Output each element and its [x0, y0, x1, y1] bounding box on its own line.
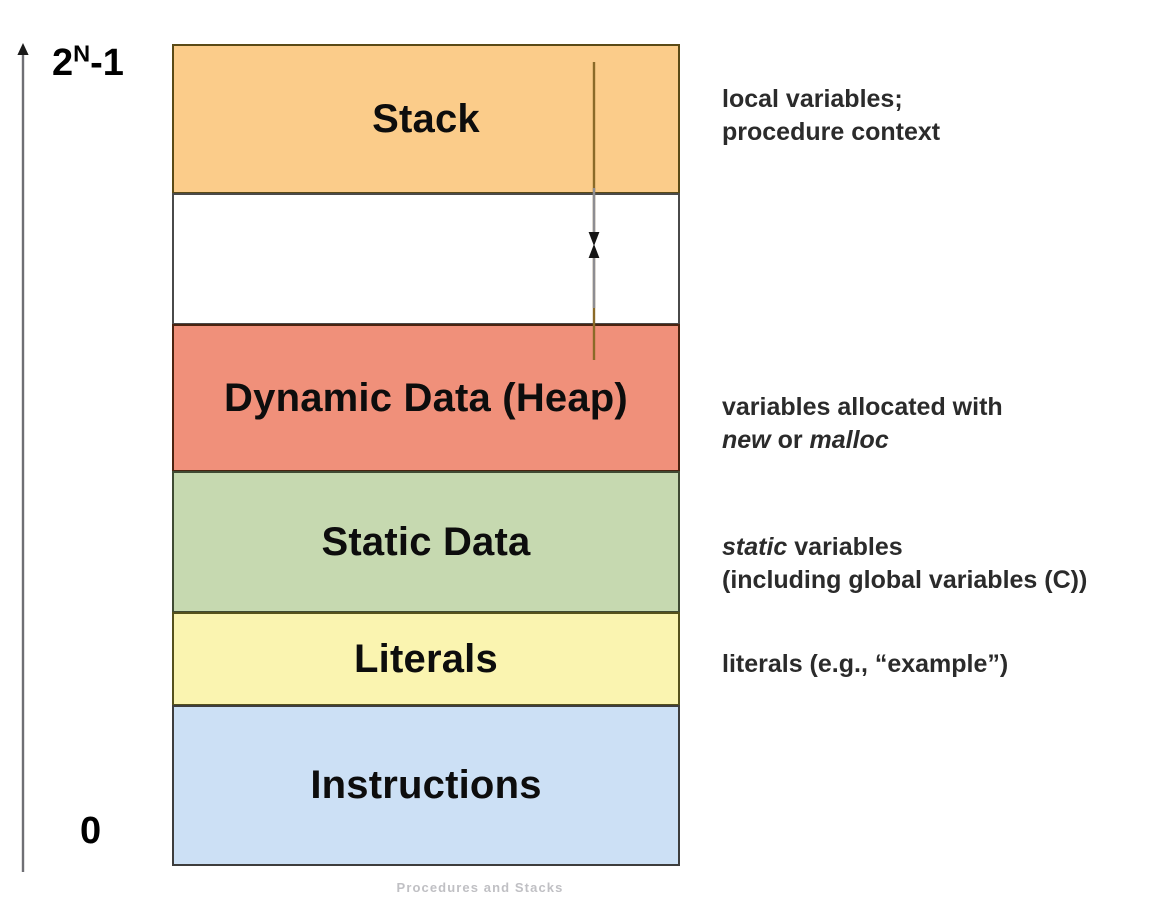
- axis-min-label: 0: [80, 810, 102, 852]
- segment-stack-label: Stack: [372, 96, 480, 141]
- note-stack: local variables; procedure context: [722, 85, 941, 146]
- slide-header-remnant: [28, 0, 648, 2]
- axis-max-suffix: -1: [90, 42, 124, 84]
- note-literals: literals (e.g., “example”): [722, 650, 1009, 678]
- memory-column: Stack Dynamic Data (Heap) Static Data Li…: [172, 44, 680, 866]
- segment-static-data-label: Static Data: [321, 519, 531, 564]
- segment-heap-label: Dynamic Data (Heap): [224, 375, 628, 420]
- axis-max-base: 2: [52, 42, 74, 84]
- segment-instructions[interactable]: Instructions: [172, 705, 680, 866]
- note-heap-keyword-malloc: malloc: [809, 426, 889, 454]
- note-heap-prefix: variables allocated with: [722, 393, 1003, 421]
- note-heap-mid: or: [770, 426, 810, 454]
- segment-dynamic-data-heap[interactable]: Dynamic Data (Heap): [172, 324, 680, 472]
- slide-footer: Procedures and Stacks: [396, 880, 564, 895]
- axis-max-label: 2N-1: [52, 42, 124, 84]
- segment-stack[interactable]: Stack: [172, 44, 680, 194]
- axis-max-exponent: N: [73, 40, 91, 67]
- segment-literals-label: Literals: [354, 636, 498, 681]
- note-static-data: static variables (including global varia…: [722, 498, 1087, 597]
- address-axis-arrow-icon: [17, 43, 29, 872]
- address-axis: [16, 42, 30, 874]
- note-static-keyword: static: [722, 533, 788, 561]
- segment-literals[interactable]: Literals: [172, 612, 680, 706]
- note-heap: variables allocated with new or malloc: [722, 358, 1003, 457]
- segment-free-gap[interactable]: [172, 193, 680, 325]
- note-heap-keyword-new: new: [722, 426, 771, 454]
- note-static-suffix: variables (including global variables (C…: [722, 533, 1088, 594]
- segment-instructions-label: Instructions: [310, 763, 542, 808]
- segment-static-data[interactable]: Static Data: [172, 471, 680, 613]
